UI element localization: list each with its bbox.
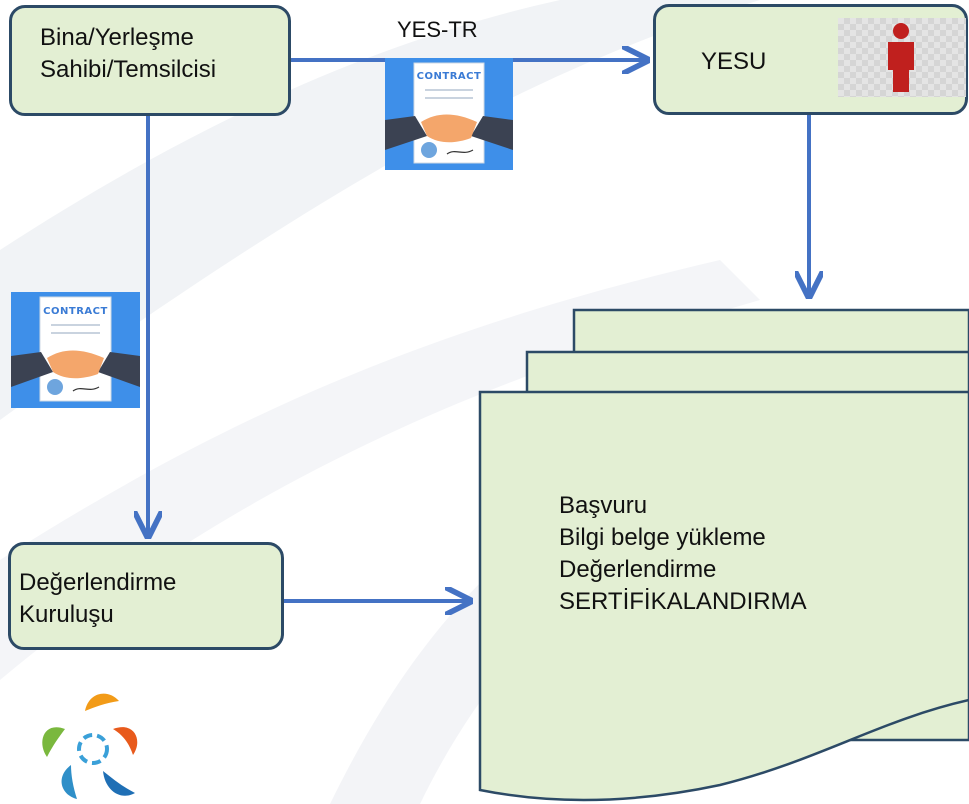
node-building-owner: Bina/Yerleşme Sahibi/Temsilcisi (9, 5, 291, 116)
node-eval-line1: Değerlendirme (19, 569, 177, 596)
node-evaluation-body: Değerlendirme Kuruluşu (8, 542, 284, 650)
document-line-evaluation: Değerlendirme (559, 556, 717, 583)
logo-icon (42, 693, 138, 799)
contract-label: CONTRACT (43, 306, 108, 317)
document-line-upload: Bilgi belge yükleme (559, 524, 766, 551)
contract-label: CONTRACT (416, 71, 482, 82)
edge-label-yes-tr: YES-TR (397, 17, 478, 42)
document-line-certification: SERTİFİKALANDIRMA (559, 588, 807, 615)
handshake-icon (385, 62, 513, 164)
node-owner-line1: Bina/Yerleşme (40, 24, 194, 51)
document-line-application: Başvuru (559, 492, 648, 519)
person-icon (888, 23, 914, 92)
handshake-icon (11, 296, 140, 402)
contract-handshake-image: CONTRACT (385, 58, 513, 170)
document-text: Başvuru Bilgi belge yükleme Değerlendirm… (559, 490, 807, 618)
document-front (478, 390, 969, 802)
contract-handshake-image: CONTRACT (11, 292, 140, 408)
document-stack (478, 308, 969, 802)
node-yesu-label: YESU (701, 48, 767, 75)
node-eval-line2: Kuruluşu (19, 601, 114, 628)
node-owner-line2: Sahibi/Temsilcisi (40, 56, 217, 83)
person-image (838, 18, 966, 97)
